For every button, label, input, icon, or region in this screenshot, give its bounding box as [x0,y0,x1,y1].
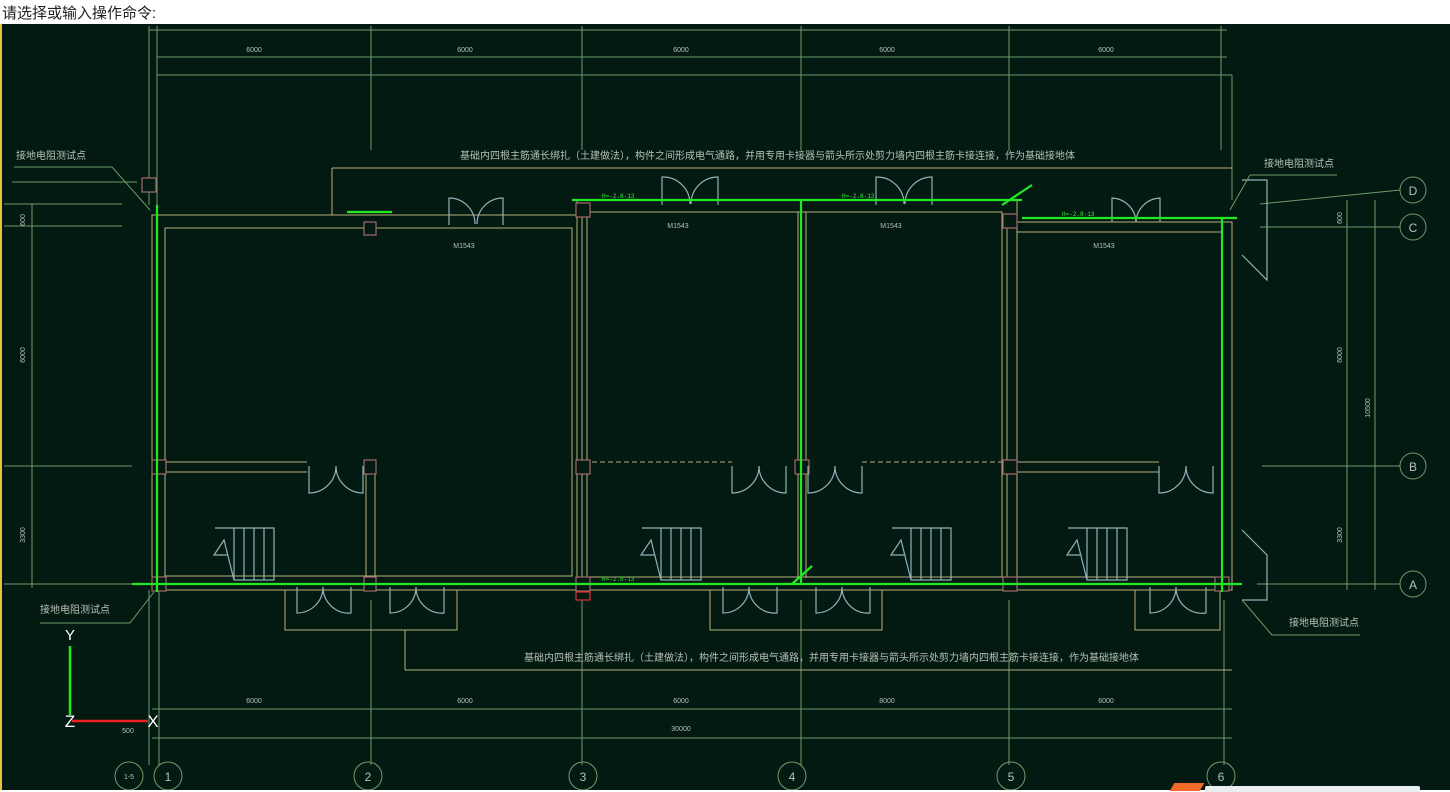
dim-top-1: 6000 [246,47,262,54]
ucs-x: X [147,712,158,731]
dim-bottom-total: 30000 [671,726,691,733]
dim-right-3: 3300 [1337,527,1344,543]
test-point-label-bl: 接地电阻测试点 [40,603,110,616]
grounding-conductor: H=-2.8-13 H=-2.8-13 H=-2.8-13 H=-2.8-13 [132,184,1242,592]
dim-bottom-4: 8000 [879,698,895,705]
left-dimension-chain: 600 6000 3300 [4,181,137,588]
ucs-scale: 500 [122,728,134,735]
ucs-y: Y [65,627,75,644]
dim-left-3: 3300 [20,527,27,543]
dim-top-5: 6000 [1098,47,1114,54]
room-label-1: M1543 [453,243,475,250]
room-label-4: M1543 [1093,243,1115,250]
axis-C: C [1409,221,1418,235]
ground-tag-top: H=-2.8-13 [602,193,635,200]
ground-tag-right: H=-2.8-13 [1062,211,1095,218]
axis-3: 3 [580,770,587,784]
right-dimension-chain: 600 6000 3300 10500 [1257,189,1401,590]
dim-left-1: 600 [20,214,27,226]
grounding-note-bottom: 基础内四根主筋通长绑扎（土建做法），构件之间形成电气通路，并用专用卡接器与箭头所… [524,651,1139,664]
dim-bottom-3: 6000 [673,698,689,705]
axis-5: 5 [1008,770,1015,784]
axis-B: B [1409,460,1417,474]
column-axis-bubbles: 1-5 1 2 3 4 5 6 [114,761,1236,790]
dim-left-2: 6000 [20,347,27,363]
floor-plan-drawing[interactable]: 6000 6000 6000 6000 6000 600 6000 3300 6… [2,24,1450,790]
test-point-label-br: 接地电阻测试点 [1289,616,1359,629]
cad-drawing-canvas[interactable]: 6000 6000 6000 6000 6000 600 6000 3300 6… [0,24,1450,790]
dim-right-total: 10500 [1365,398,1372,418]
ground-tag-top-2: H=-2.8-13 [842,193,875,200]
dim-right-2: 6000 [1337,347,1344,363]
stairs [212,527,1128,581]
axis-D: D [1409,184,1418,198]
axis-A: A [1409,578,1417,592]
test-point-label-tl: 接地电阻测试点 [16,149,86,162]
dim-top-3: 6000 [673,47,689,54]
room-label-2: M1543 [667,223,689,230]
doors [296,176,1214,614]
room-label-3: M1543 [880,223,902,230]
axis-1: 1 [165,770,172,784]
axis-2: 2 [365,770,372,784]
top-dimension-chain: 6000 6000 6000 6000 6000 [148,26,1233,205]
structural-columns [141,177,1230,601]
command-prompt: 请选择或输入操作命令: [2,5,157,22]
status-popup [1205,786,1420,792]
test-point-label-tr: 接地电阻测试点 [1264,157,1334,170]
dim-top-4: 6000 [879,47,895,54]
dim-bottom-5: 6000 [1098,698,1114,705]
axis-4: 4 [789,770,796,784]
dim-bottom-1: 6000 [246,698,262,705]
ucs-icon: Y Z X 500 [65,627,159,735]
dim-top-2: 6000 [457,47,473,54]
test-point-callouts: 接地电阻测试点 接地电阻测试点 接地电阻测试点 接地电阻测试点 [14,149,1360,636]
command-bar[interactable]: 请选择或输入操作命令: [0,0,1450,24]
ground-tag-bottom: H=-2.8-13 [602,576,635,583]
grounding-note-top: 基础内四根主筋通长绑扎（土建做法），构件之间形成电气通路，并用专用卡接器与箭头所… [460,149,1075,162]
dim-right-1: 600 [1337,212,1344,224]
ucs-z: Z [65,712,75,731]
axis-1-5: 1-5 [124,774,134,781]
row-axis-bubbles: D C B A [1399,176,1427,598]
axis-6: 6 [1218,770,1225,784]
bottom-dimension-chain: 6000 6000 6000 8000 6000 30000 [148,590,1232,765]
dim-bottom-2: 6000 [457,698,473,705]
